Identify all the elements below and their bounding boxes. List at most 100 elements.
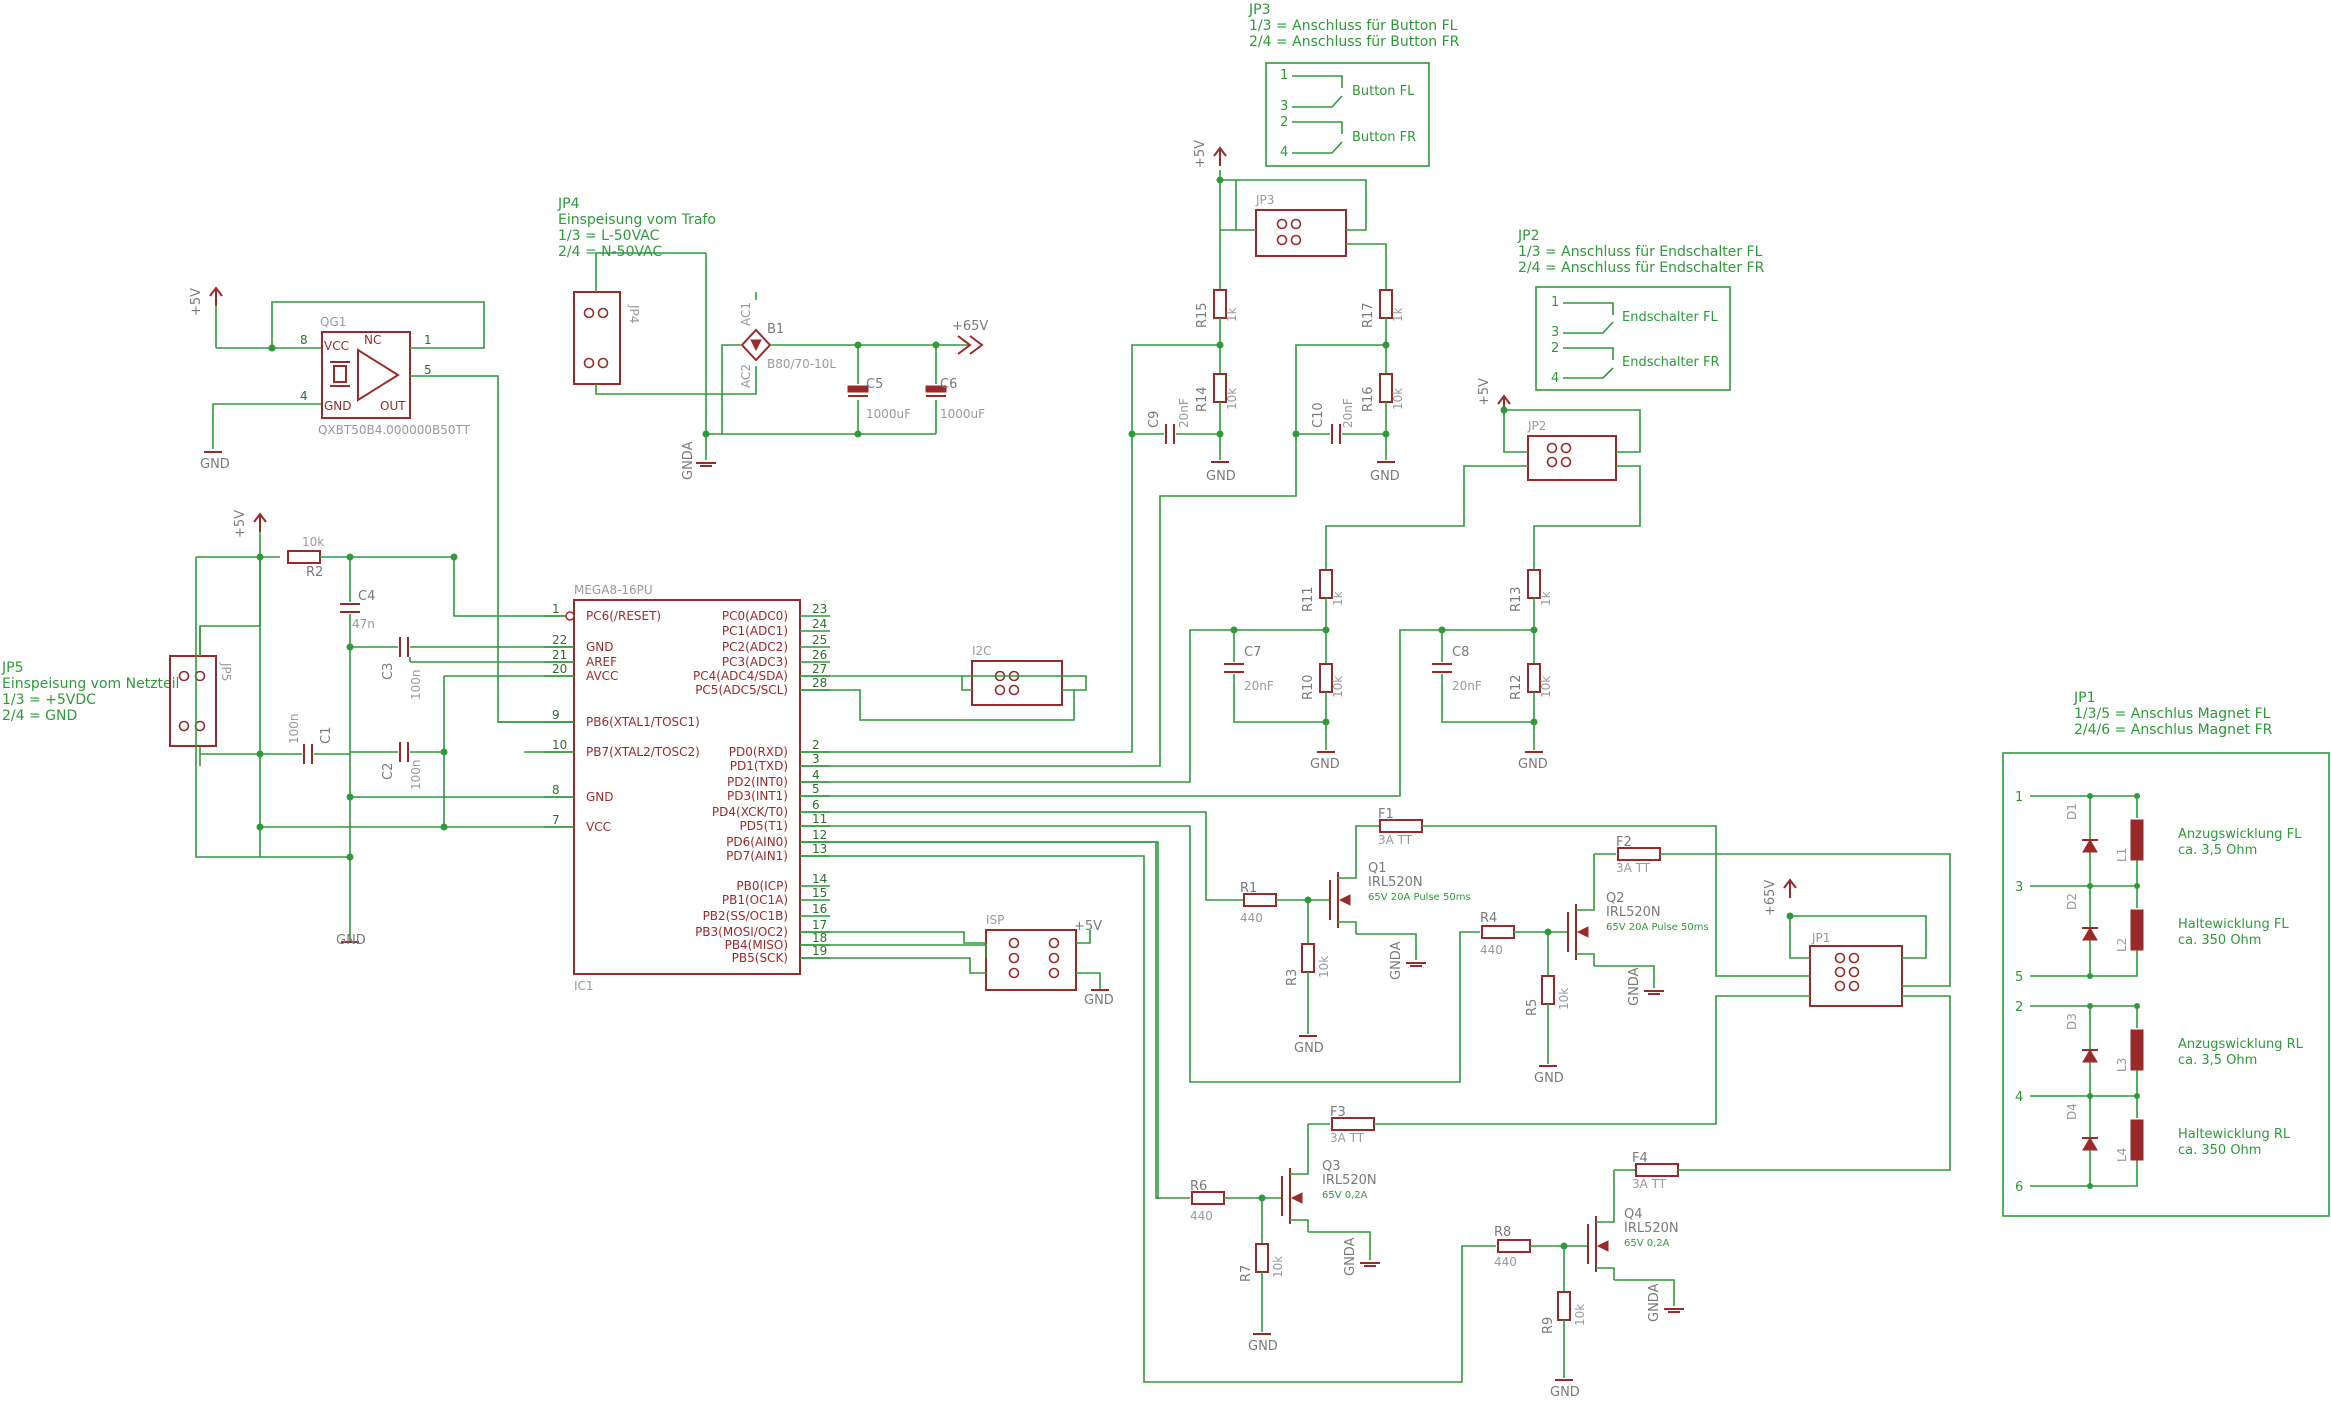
supply-label: +5V <box>1193 140 1208 168</box>
cap-value: 100n <box>409 669 423 700</box>
supply-label: +65V <box>952 319 988 334</box>
fet-ref: Q1 <box>1368 861 1387 876</box>
resistor-ref: R4 <box>1480 911 1497 926</box>
mcu-pin-number: 1 <box>552 602 560 616</box>
resistor-value: 10k <box>1271 1256 1285 1278</box>
diode-label: D4 <box>2065 1103 2079 1120</box>
cap-ref: C5 <box>866 377 883 392</box>
jp1-connector: JP1 +65V <box>1763 879 1927 1007</box>
fuse-ref: F3 <box>1330 1105 1346 1120</box>
resistor-value: 10k <box>1539 676 1553 698</box>
mcu-pin-label: PC5(ADC5/SCL) <box>695 683 788 697</box>
fuse-value: 3A TT <box>1330 1131 1365 1145</box>
mcu-pin-number: 22 <box>552 633 567 647</box>
fet-rating: 65V 0,2A <box>1322 1190 1368 1201</box>
qg1-pin-label: VCC <box>324 339 349 353</box>
note-jp4-line: 1/3 = L-50VAC <box>558 228 660 244</box>
mcu-pin-number: 6 <box>812 798 820 812</box>
diode-icon <box>2082 1049 2098 1063</box>
fuse-value: 3A TT <box>1632 1177 1667 1191</box>
diode-label: D2 <box>2065 893 2079 910</box>
bridge-ref: B1 <box>767 322 784 337</box>
bridge-value: B80/70-10L <box>767 357 836 371</box>
gnd-label: GND <box>1084 993 1114 1008</box>
box-pin-label: 2 <box>1280 115 1288 130</box>
mosfet-q1: R1 440 R3 10k GND GNDA F1 3A TT Q1 IRL52… <box>800 807 1810 1056</box>
supply-label: +65V <box>1763 880 1778 916</box>
jp5-ref: JP5 <box>219 662 233 681</box>
cap-ref: C1 <box>319 727 334 744</box>
fet-rating: 65V 20A Pulse 50ms <box>1606 922 1709 933</box>
gnd-label: GND <box>1534 1071 1564 1086</box>
box-pin-label: 5 <box>2015 970 2023 985</box>
mcu-pin-label: GND <box>586 640 614 654</box>
mosfet-q2: R4 440 R5 10k GND GNDA F2 3A TT Q2 IRL52… <box>800 825 1951 1086</box>
resistor-value: 10k <box>302 535 324 549</box>
note-jp1: JP1 1/3/5 = Anschlus Magnet FL 2/4/6 = A… <box>2073 690 2273 738</box>
cap-value: 20nF <box>1341 398 1355 428</box>
mcu-pin-label: PB5(SCK) <box>732 951 788 965</box>
coil-label: L2 <box>2115 938 2129 952</box>
resistor-value: 10k <box>1225 388 1239 410</box>
i2c-connector: I2C <box>800 644 1087 721</box>
note-jp4-line: JP4 <box>557 196 580 212</box>
qg1-value: QXBT50B4.000000B50TT <box>318 423 471 437</box>
note-jp3-line: JP3 <box>1248 2 1270 18</box>
gnda-label: GNDA <box>1389 941 1404 980</box>
note-jp4-line: Einspeisung vom Trafo <box>558 212 716 228</box>
coil-label: L3 <box>2115 1058 2129 1072</box>
gnd-label: GND <box>1310 757 1340 772</box>
endschalter-fr-filter: R13 1k R12 10k GND C8 20nF <box>800 569 1553 797</box>
note-jp4: JP4 Einspeisung vom Trafo 1/3 = L-50VAC … <box>557 196 716 260</box>
isp-ref: ISP <box>986 913 1004 927</box>
cap-ref: C6 <box>940 377 957 392</box>
mcu-name: MEGA8-16PU <box>574 583 653 597</box>
resistor-value: 10k <box>1573 1304 1587 1326</box>
box-pin-label: 3 <box>1551 325 1559 340</box>
box-pin-label: 1 <box>1551 295 1559 310</box>
jp4-ref: JP4 <box>627 304 641 323</box>
mcu-pin-number: 15 <box>812 886 827 900</box>
note-jp3-line: 2/4 = Anschluss für Button FR <box>1249 34 1460 50</box>
jp2-connector: JP2 +5V <box>1325 378 1641 570</box>
mcu-pin-number: 12 <box>812 828 827 842</box>
mcu-pin-number: 5 <box>812 782 820 796</box>
mcu-pin-number: 27 <box>812 662 827 676</box>
fet-ref: Q2 <box>1606 891 1625 906</box>
qg1-pin-number: 4 <box>300 389 308 403</box>
oscillator-qg1: +5V GND QG1 VCC GND NC OUT 8 4 1 5 QXBT5… <box>189 287 574 723</box>
qg1-pin-number: 5 <box>424 363 432 377</box>
box-pin-label: 2 <box>2015 1000 2023 1015</box>
mcu-pin-label: AVCC <box>586 669 618 683</box>
coil-description: Anzugswicklung RL <box>2178 1037 2304 1052</box>
cap-ref: C7 <box>1244 645 1261 660</box>
button-fl-label: Button FL <box>1352 84 1415 99</box>
resistor-value: 1k <box>1225 307 1239 322</box>
box-limit-switch-connector: 1 3 2 4 Endschalter FL Endschalter FR <box>1535 286 1731 391</box>
coil-description: ca. 3,5 Ohm <box>2178 1053 2257 1068</box>
resistor-ref: R7 <box>1239 1265 1254 1282</box>
note-jp3-line: 1/3 = Anschluss für Button FL <box>1249 18 1458 34</box>
resistor-ref: R16 <box>1361 386 1376 412</box>
mcu-pin-number: 10 <box>552 738 567 752</box>
mcu-pin-label: PB7(XTAL2/TOSC2) <box>586 745 700 759</box>
resistor-value: 440 <box>1480 943 1503 957</box>
box-pin-label: 1 <box>1280 68 1288 83</box>
mcu-pin-label: PC3(ADC3) <box>722 655 788 669</box>
coil-description: ca. 3,5 Ohm <box>2178 843 2257 858</box>
resistor-value: 440 <box>1190 1209 1213 1223</box>
box-pin-label: 3 <box>1280 99 1288 114</box>
mcu-pin-label: PD2(INT0) <box>727 775 788 789</box>
mcu-pin-label: PB3(MOSI/OC2) <box>695 925 788 939</box>
supply-label: +5V <box>1074 919 1102 934</box>
gnd-label: GND <box>200 457 230 472</box>
mcu-pin-number: 20 <box>552 662 567 676</box>
resistor-ref: R10 <box>1301 674 1316 700</box>
box-pin-label: 1 <box>2015 790 2023 805</box>
note-jp5-line: 2/4 = GND <box>2 708 77 724</box>
diode-icon <box>2082 1137 2098 1151</box>
note-jp5-line: 1/3 = +5VDC <box>2 692 96 708</box>
note-jp5: JP5 Einspeisung vom Netzteil 1/3 = +5VDC… <box>1 660 179 724</box>
